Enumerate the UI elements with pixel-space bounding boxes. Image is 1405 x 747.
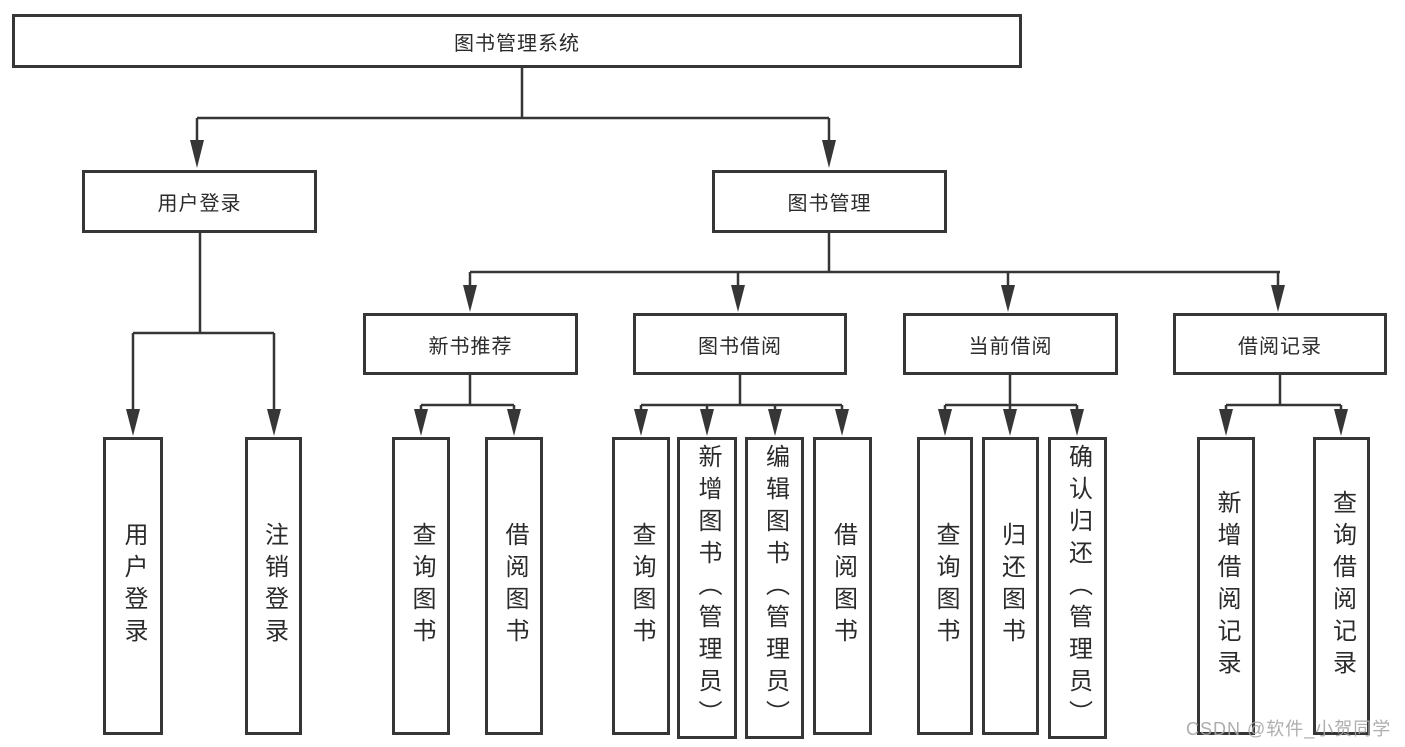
arrowhead (768, 409, 782, 436)
node-label: 编辑图书（管理员） (761, 444, 789, 732)
node-label: 当前借阅 (968, 335, 1053, 358)
arrowhead (1271, 285, 1285, 312)
node-label: 用户登录 (120, 522, 147, 650)
leaf-query-book-borrow: 查询图书 (612, 437, 670, 735)
arrowhead (414, 409, 428, 436)
connector-root-to-level2 (195, 68, 831, 142)
node-current-borrow: 当前借阅 (903, 313, 1118, 375)
leaf-add-book-admin: 新增图书（管理员） (677, 437, 737, 739)
node-new-book-recommend: 新书推荐 (363, 313, 578, 375)
node-label: 借阅图书 (501, 522, 528, 650)
node-library-management-system: 图书管理系统 (12, 14, 1022, 68)
node-label: 查询借阅记录 (1328, 490, 1356, 682)
arrowhead (731, 285, 745, 312)
node-label: 新书推荐 (428, 335, 513, 358)
leaf-add-borrow-record: 新增借阅记录 (1197, 437, 1255, 735)
node-label: 图书管理 (787, 193, 872, 215)
node-label: 借阅记录 (1238, 335, 1322, 358)
arrowhead (700, 409, 714, 436)
leaf-edit-book-admin: 编辑图书（管理员） (745, 437, 804, 739)
arrowhead (822, 140, 836, 168)
node-label: 图书借阅 (698, 335, 782, 358)
node-label: 借阅图书 (829, 522, 857, 650)
leaf-query-borrow-record: 查询借阅记录 (1313, 437, 1370, 735)
node-label: 新增图书（管理员） (694, 444, 721, 732)
connector-user-login-to-leaves (131, 233, 276, 411)
arrowhead (126, 409, 140, 436)
node-label: 查询图书 (628, 522, 655, 650)
node-book-management: 图书管理 (712, 170, 947, 233)
leaf-user-login: 用户登录 (103, 437, 163, 735)
arrowhead (938, 409, 952, 436)
arrowhead (267, 409, 281, 436)
csdn-watermark: CSDN @软件_小贺同学 (1186, 719, 1392, 739)
arrowhead (1070, 409, 1084, 436)
arrowhead (1003, 409, 1017, 436)
arrowhead (463, 285, 477, 312)
leaf-return-book: 归还图书 (982, 437, 1039, 735)
leaf-borrow-book-recommend: 借阅图书 (485, 437, 543, 735)
leaf-query-book-current: 查询图书 (917, 437, 973, 735)
node-label: 查询图书 (408, 522, 435, 650)
node-label: 新增借阅记录 (1213, 490, 1240, 682)
connector-borrow-records-to-leaves (1224, 375, 1343, 411)
leaf-borrow-book: 借阅图书 (813, 437, 872, 735)
arrowhead (1334, 409, 1348, 436)
node-borrow-records: 借阅记录 (1173, 313, 1387, 375)
connector-current-borrow-to-leaves (943, 375, 1079, 411)
node-user-login: 用户登录 (82, 170, 317, 233)
arrowhead (634, 409, 648, 436)
leaf-logout: 注销登录 (245, 437, 302, 735)
connector-book-borrow-to-leaves (639, 375, 844, 411)
node-label: 用户登录 (157, 193, 242, 215)
node-label: 归还图书 (997, 522, 1025, 650)
arrowhead (1219, 409, 1233, 436)
node-label: 图书管理系统 (454, 32, 580, 55)
node-label: 查询图书 (932, 522, 959, 650)
leaf-query-book-recommend: 查询图书 (392, 437, 450, 735)
arrowhead (1001, 285, 1015, 312)
arrowhead (507, 409, 521, 436)
node-label: 确认归还（管理员） (1064, 444, 1092, 732)
connector-book-management-to-level3 (468, 233, 1280, 287)
node-book-borrow: 图书借阅 (633, 313, 847, 375)
node-label: 注销登录 (260, 522, 288, 650)
connector-new-book-to-leaves (419, 375, 516, 411)
leaf-confirm-return-admin: 确认归还（管理员） (1048, 437, 1107, 739)
arrowhead (190, 140, 204, 168)
arrowhead (835, 409, 849, 436)
